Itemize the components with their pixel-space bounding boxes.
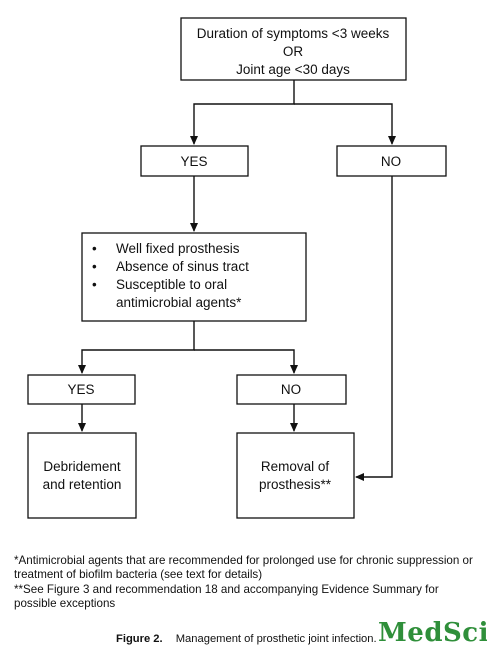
criteria-bullet-3: • xyxy=(92,277,97,292)
edge-start-to-no xyxy=(294,103,396,145)
removal-line-2: prosthesis** xyxy=(259,477,332,492)
start-line-2: OR xyxy=(283,44,304,59)
criteria-node: • Well fixed prosthesis • Absence of sin… xyxy=(81,232,307,322)
removal-box xyxy=(236,432,355,519)
footnote-antimicrobial: *Antimicrobial agents that are recommend… xyxy=(14,554,473,582)
yes-label-1: YES xyxy=(180,154,207,169)
yes-box-2 xyxy=(27,374,136,405)
start-line-3: Joint age <30 days xyxy=(236,62,350,77)
flowchart: Duration of symptoms <3 weeks OR Joint a… xyxy=(27,17,447,519)
figure-caption-text: Management of prosthetic joint infection… xyxy=(175,633,377,645)
figure-caption: Figure 2. Management of prosthetic joint… xyxy=(116,633,377,645)
yes-node-1: YES xyxy=(140,145,249,177)
flowchart-edges xyxy=(78,80,396,481)
yes-box-1 xyxy=(140,145,249,177)
no-label-2: NO xyxy=(281,382,301,397)
criteria-item-3: Susceptible to oral xyxy=(116,277,227,292)
removal-line-1: Removal of xyxy=(261,459,330,474)
no-node-1: NO xyxy=(336,145,447,177)
criteria-bullet-1: • xyxy=(92,241,97,256)
removal-node: Removal of prosthesis** xyxy=(236,432,355,519)
start-box xyxy=(180,17,407,81)
criteria-box xyxy=(81,232,307,322)
figure-label: Figure 2. xyxy=(116,633,163,645)
footnote-see-figure: **See Figure 3 and recommendation 18 and… xyxy=(14,582,439,611)
criteria-item-2: Absence of sinus tract xyxy=(116,259,249,274)
footnotes: *Antimicrobial agents that are recommend… xyxy=(14,554,474,612)
medsci-watermark-logo: MedSci xyxy=(378,618,487,648)
edge-criteria-to-yes2 xyxy=(78,321,195,374)
yes-label-2: YES xyxy=(67,382,94,397)
no-node-2: NO xyxy=(236,374,347,405)
no-box-2 xyxy=(236,374,347,405)
no-box-1 xyxy=(336,145,447,177)
no-label-1: NO xyxy=(381,154,401,169)
start-line-1: Duration of symptoms <3 weeks xyxy=(197,26,390,41)
start-node: Duration of symptoms <3 weeks OR Joint a… xyxy=(180,17,407,81)
criteria-item-1: Well fixed prosthesis xyxy=(116,241,240,256)
criteria-bullet-2: • xyxy=(92,259,97,274)
yes-node-2: YES xyxy=(27,374,136,405)
criteria-item-3-cont: antimicrobial agents* xyxy=(116,295,242,310)
debridement-node: Debridement and retention xyxy=(27,432,137,519)
edge-criteria-to-no2 xyxy=(194,349,298,374)
edge-no-to-removal xyxy=(355,176,393,481)
debridement-line-2: and retention xyxy=(43,477,122,492)
debridement-box xyxy=(27,432,137,519)
debridement-line-1: Debridement xyxy=(43,459,121,474)
edge-start-to-yes xyxy=(190,80,295,145)
